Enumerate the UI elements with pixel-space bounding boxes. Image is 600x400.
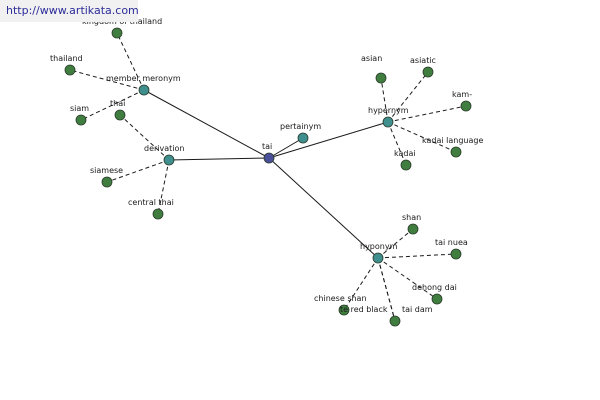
edge-derivation-siamese	[106, 159, 170, 183]
leaf-label-kam: kam-	[452, 90, 472, 99]
leaf-node-thai[interactable]	[114, 109, 126, 121]
label-layer: kingdom of thailandthailandsiamthaisiame…	[50, 17, 483, 314]
leaf-node-siam[interactable]	[75, 114, 87, 126]
leaf-node-asiatic[interactable]	[422, 66, 434, 78]
relation-node-hypernym[interactable]	[382, 116, 394, 128]
relation-node-pertainym[interactable]	[297, 132, 309, 144]
edge-layer	[69, 32, 467, 322]
edge-tai-hypernym	[268, 121, 389, 159]
edge-tai-hyponym	[268, 157, 379, 259]
leaf-node-kingdom-of-thailand[interactable]	[111, 27, 123, 39]
leaf-label-asian: asian	[361, 54, 382, 63]
edge-hypernym-kam	[387, 105, 467, 123]
edge-tai-derivation	[168, 157, 270, 161]
root-label-tai: tai	[262, 142, 272, 151]
edge-derivation-central-thai	[157, 159, 170, 215]
root-node-tai[interactable]	[263, 152, 275, 164]
leaf-label-dehong-dai: dehong dai	[412, 283, 457, 292]
leaf-label-central-thai: central thai	[128, 198, 174, 207]
leaf-node-central-thai[interactable]	[152, 208, 164, 220]
leaf-label-shan: shan	[402, 213, 421, 222]
edge-hypernym-asiatic	[387, 71, 429, 123]
leaf-node-kadai[interactable]	[400, 159, 412, 171]
leaf-node-tai-nuea[interactable]	[450, 248, 462, 260]
edge-member-meronym-siam	[80, 89, 145, 121]
edge-hyponym-shan	[377, 228, 414, 259]
leaf-node-shan[interactable]	[407, 223, 419, 235]
edge-hyponym-chinese-shan	[343, 257, 379, 311]
edge-derivation-thai	[119, 114, 170, 161]
leaf-label-kadai: kadai	[394, 149, 416, 158]
edge-hypernym-kadai	[387, 121, 407, 166]
leaf-label-kadai-language: kadai language	[422, 136, 483, 145]
relation-label-pertainym: pertainym	[280, 122, 321, 131]
relation-label-derivation: derivation	[144, 144, 184, 153]
leaf-node-siamese[interactable]	[101, 176, 113, 188]
edge-hyponym-dehong-dai	[377, 257, 438, 300]
site-url-link[interactable]: http://www.artikata.com	[0, 0, 139, 22]
edge-hypernym-asian	[380, 77, 389, 123]
leaf-label-siam: siam	[70, 104, 89, 113]
edge-tai-pertainym	[268, 137, 304, 159]
edge-hyponym-tai-dam	[377, 257, 396, 322]
leaf-label-thai: thai	[110, 99, 125, 108]
edge-hyponym-tai-nuea	[377, 253, 457, 259]
leaf-node-asian[interactable]	[375, 72, 387, 84]
relation-label-hyponym: hyponym	[360, 242, 398, 251]
relation-node-hyponym[interactable]	[372, 252, 384, 264]
relation-node-member-meronym[interactable]	[138, 84, 150, 96]
leaf-label-asiatic: asiatic	[410, 56, 436, 65]
leaf-label-tai-nuea: tai nuea	[435, 238, 468, 247]
node-layer	[64, 27, 472, 327]
relation-node-derivation[interactable]	[163, 154, 175, 166]
relation-label-member-meronym: member meronym	[106, 74, 181, 83]
edge-tai-member-meronym	[143, 89, 270, 159]
leaf-node-chinese-shan[interactable]	[338, 304, 350, 316]
leaf-label-white-red-black: te red black	[340, 305, 388, 314]
leaf-node-dehong-dai[interactable]	[431, 293, 443, 305]
leaf-label-siamese: siamese	[90, 166, 123, 175]
leaf-node-thailand[interactable]	[64, 64, 76, 76]
leaf-label-thailand: thailand	[50, 54, 83, 63]
leaf-node-kam[interactable]	[460, 100, 472, 112]
relation-label-hypernym: hypernym	[368, 106, 409, 115]
leaf-label-chinese-shan: chinese shan	[314, 294, 367, 303]
leaf-label-tai-dam: tai dam	[402, 305, 433, 314]
edge-member-meronym-kingdom-of-thailand	[116, 32, 145, 91]
leaf-node-kadai-language[interactable]	[450, 146, 462, 158]
edge-hypernym-kadai-language	[387, 121, 457, 153]
leaf-node-white-red-black[interactable]	[389, 315, 401, 327]
edge-member-meronym-thailand	[69, 69, 145, 91]
